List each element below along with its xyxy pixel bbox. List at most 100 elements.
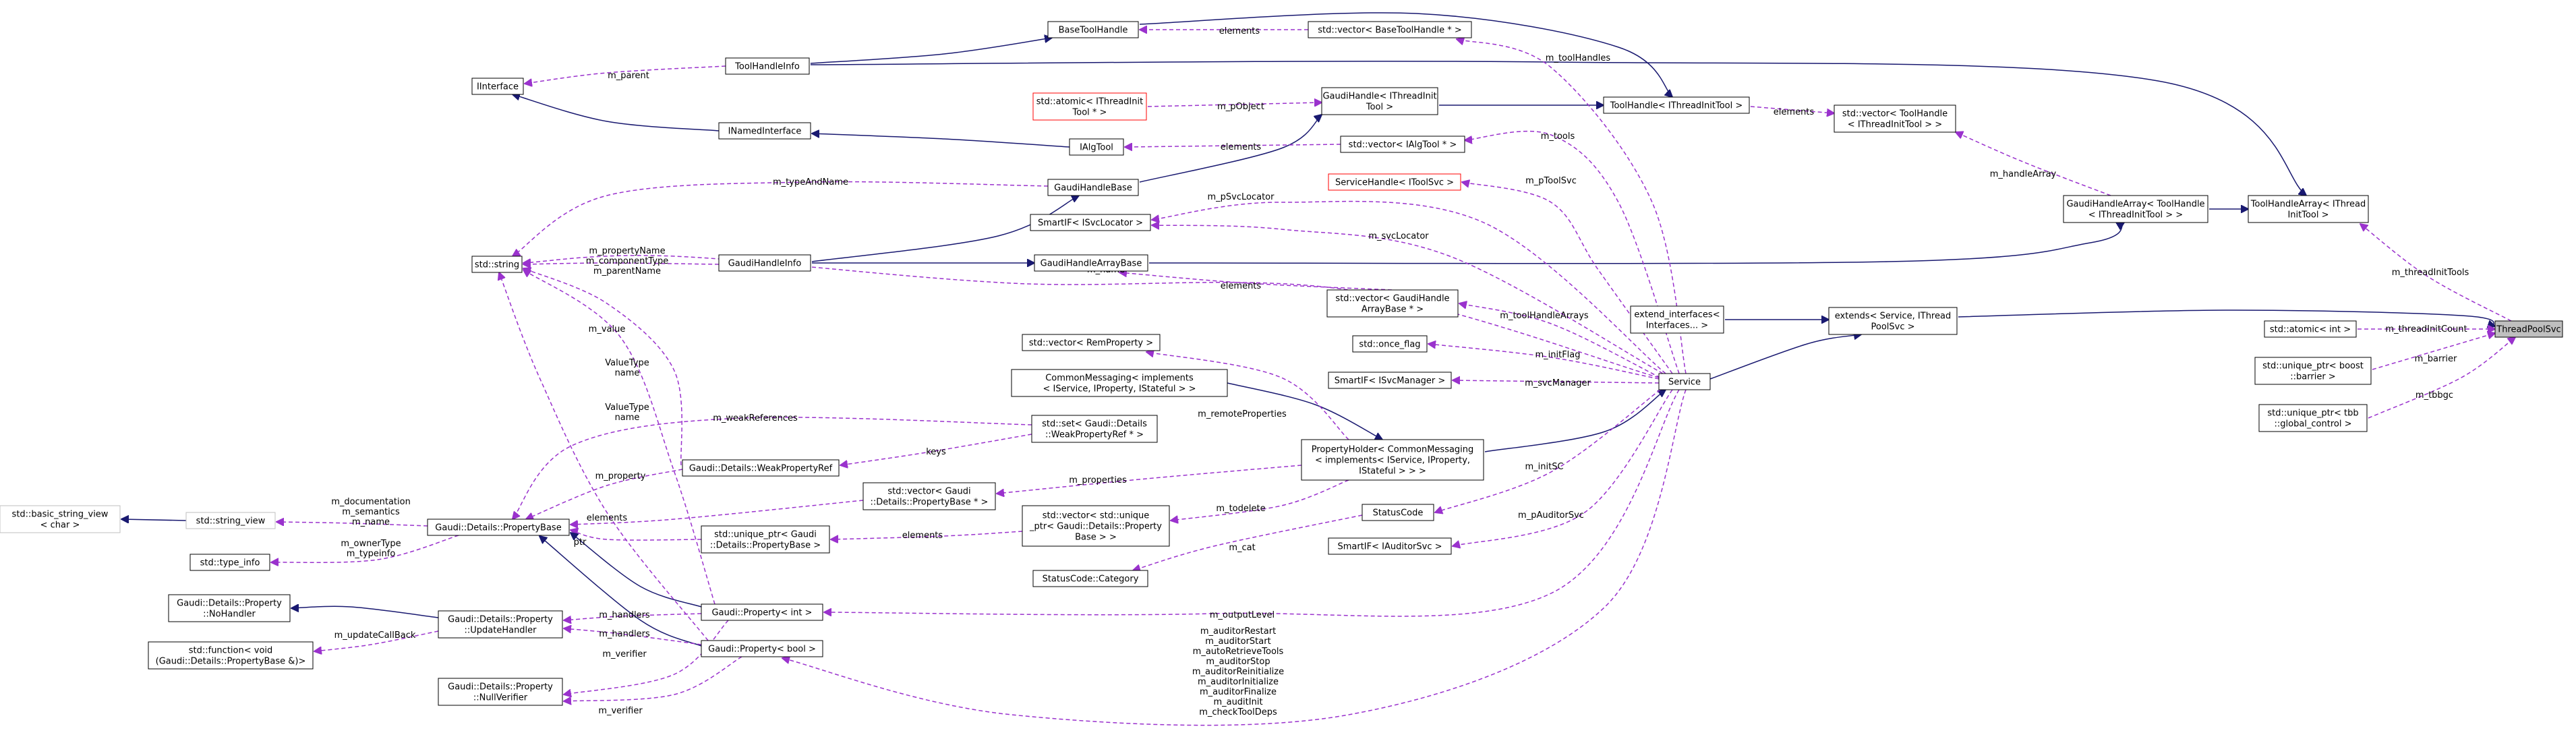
edge-label: m_cat xyxy=(1229,543,1255,553)
class-box xyxy=(2258,404,2368,432)
class-node-UpdateHandler[interactable]: Gaudi::Details::Property::UpdateHandler xyxy=(438,610,563,639)
edge-inheritance-PropertyBase-to-PropertyBool xyxy=(539,536,702,647)
class-name: PropertyHolder< CommonMessaging< impleme… xyxy=(1312,445,1474,477)
class-node-uniquePtrBarrier[interactable]: std::unique_ptr< boost::barrier > xyxy=(2254,357,2372,385)
edge-usage-stdstring-to-PropertyBool xyxy=(499,272,709,641)
class-node-SmartIFSvcManager[interactable]: SmartIF< ISvcManager > xyxy=(1328,372,1452,389)
class-node-vecPropertyBase[interactable]: std::vector< Gaudi::Details::PropertyBas… xyxy=(862,482,996,510)
edge-label: m_value xyxy=(589,324,626,334)
edge-inheritance-CommonMessaging-to-PropertyHolder xyxy=(1227,382,1382,440)
edge-usage-SmartIFSvcManager-to-Service xyxy=(1453,380,1660,383)
class-node-function[interactable]: std::function< void(Gaudi::Details::Prop… xyxy=(148,641,314,670)
class-name: std::type_info xyxy=(200,558,260,568)
class-node-atomicInt[interactable]: std::atomic< int > xyxy=(2264,320,2357,338)
class-node-INamedInterface[interactable]: INamedInterface xyxy=(718,122,811,140)
class-node-once_flag[interactable]: std::once_flag xyxy=(1352,335,1428,353)
edge-label: m_parent xyxy=(608,71,649,81)
edge-inheritance-PropertyHolder-to-Service xyxy=(1484,390,1666,452)
class-node-extend_interfaces[interactable]: extend_interfaces<Interfaces... > xyxy=(1630,305,1724,334)
class-name: extend_interfaces<Interfaces... > xyxy=(1634,310,1720,331)
class-box xyxy=(2494,320,2563,338)
class-node-SmartIFAuditorSvc[interactable]: SmartIF< IAuditorSvc > xyxy=(1328,537,1452,555)
edge-usage-ServiceHandleIToolSvc-to-Service xyxy=(1462,182,1673,374)
class-node-WeakPropertyRef[interactable]: Gaudi::Details::WeakPropertyRef xyxy=(682,459,840,477)
class-node-StatusCode[interactable]: StatusCode xyxy=(1362,504,1434,521)
class-node-type_info[interactable]: std::type_info xyxy=(189,554,270,571)
class-node-PropertyBool[interactable]: Gaudi::Property< bool > xyxy=(701,640,823,657)
class-box xyxy=(2254,357,2372,385)
edge-label: m_initFlag xyxy=(1535,350,1580,360)
class-node-GaudiHandleBase[interactable]: GaudiHandleBase xyxy=(1047,179,1139,196)
class-node-vecIAlgTool[interactable]: std::vector< IAlgTool * > xyxy=(1340,136,1465,153)
edge-label: m_pToolSvc xyxy=(1525,176,1577,186)
class-name: std::vector< RemProperty > xyxy=(1029,338,1153,349)
edge-usage-uniquePtrTbb-to-ThreadPoolSvc xyxy=(2368,337,2515,419)
class-name: StatusCode::Category xyxy=(1043,574,1139,585)
edge-inheritance-BaseToolHandle-to-ToolHandleIThreadInitTool xyxy=(1139,12,1672,97)
class-box xyxy=(1032,92,1147,121)
class-node-stdstring[interactable]: std::string xyxy=(471,256,523,273)
class-box xyxy=(1828,307,1958,335)
class-node-PropertyHolder[interactable]: PropertyHolder< CommonMessaging< impleme… xyxy=(1301,439,1484,481)
class-node-vecRemProperty[interactable]: std::vector< RemProperty > xyxy=(1022,334,1161,351)
edge-usage-UpdateHandler-to-PropertyInt xyxy=(564,613,702,620)
class-node-PropertyBase[interactable]: Gaudi::Details::PropertyBase xyxy=(427,519,570,536)
class-node-GaudiHandleArray[interactable]: GaudiHandleArray< ToolHandle< IThreadIni… xyxy=(2063,195,2208,223)
class-node-CommonMessaging[interactable]: CommonMessaging< implements< IService, I… xyxy=(1011,369,1228,397)
class-node-string_view[interactable]: std::string_view xyxy=(185,512,276,529)
class-node-Service[interactable]: Service xyxy=(1658,373,1711,390)
class-node-basic_string_view[interactable]: std::basic_string_view< char > xyxy=(0,505,121,533)
class-node-NoHandler[interactable]: Gaudi::Details::Property::NoHandler xyxy=(168,594,291,622)
class-name: INamedInterface xyxy=(728,127,802,137)
class-box xyxy=(1834,105,1956,133)
class-box xyxy=(427,519,570,536)
class-box xyxy=(0,505,121,533)
class-name: Gaudi::Details::PropertyBase xyxy=(435,523,561,533)
class-name: std::unique_ptr< tbb::global_control > xyxy=(2267,409,2358,430)
class-name: std::vector< ToolHandle< IThreadInitTool… xyxy=(1842,109,1948,130)
class-node-ServiceHandleIToolSvc[interactable]: ServiceHandle< IToolSvc > xyxy=(1328,173,1461,191)
class-name: std::vector< std::unique_ptr< Gaudi::Det… xyxy=(1029,511,1162,543)
edge-inheritance-NoHandler-to-UpdateHandler xyxy=(291,606,439,618)
class-node-ThreadPoolSvc: ThreadPoolSvc xyxy=(2494,320,2563,338)
class-node-uniquePtrTbb[interactable]: std::unique_ptr< tbb::global_control > xyxy=(2258,404,2368,432)
class-node-vecUniquePtr[interactable]: std::vector< std::unique_ptr< Gaudi::Det… xyxy=(1022,505,1170,547)
class-node-SmartIFSvcLocator[interactable]: SmartIF< ISvcLocator > xyxy=(1030,214,1151,231)
class-node-GaudiHandleArrayBase[interactable]: GaudiHandleArrayBase xyxy=(1034,254,1148,272)
edge-label: elements xyxy=(587,513,628,523)
edge-inheritance-INamedInterface-to-Interface xyxy=(513,94,720,131)
class-box xyxy=(1032,570,1148,587)
class-node-GaudiHandleInfo[interactable]: GaudiHandleInfo xyxy=(718,254,811,272)
class-name: GaudiHandleInfo xyxy=(728,259,802,269)
class-node-uniquePtrPropertyBase[interactable]: std::unique_ptr< Gaudi::Details::Propert… xyxy=(701,525,830,554)
class-node-vecToolHandle[interactable]: std::vector< ToolHandle< IThreadInitTool… xyxy=(1834,105,1956,133)
edge-usage-function-to-UpdateHandler xyxy=(314,630,439,651)
class-node-BaseToolHandle[interactable]: BaseToolHandle xyxy=(1047,21,1139,38)
class-node-NullVerifier[interactable]: Gaudi::Details::Property::NullVerifier xyxy=(438,678,563,706)
class-name: std::set< Gaudi::Details::WeakPropertyRe… xyxy=(1042,419,1147,440)
class-node-setWeakRef[interactable]: std::set< Gaudi::Details::WeakPropertyRe… xyxy=(1031,415,1158,443)
class-name: BaseToolHandle xyxy=(1059,26,1128,36)
class-node-ToolHandleIThreadInitTool[interactable]: ToolHandle< IThreadInitTool > xyxy=(1603,96,1750,114)
edge-usage-NullVerifier-to-PropertyBool xyxy=(564,656,742,701)
class-node-PropertyInt[interactable]: Gaudi::Property< int > xyxy=(701,603,823,621)
class-box xyxy=(862,482,996,510)
class-node-Interface[interactable]: IInterface xyxy=(471,78,524,95)
class-node-ToolHandleInfo[interactable]: ToolHandleInfo xyxy=(725,57,810,75)
class-node-vecBaseToolHandle[interactable]: std::vector< BaseToolHandle * > xyxy=(1308,21,1472,38)
class-node-IAlgTool[interactable]: IAlgTool xyxy=(1069,138,1124,156)
class-box xyxy=(1301,439,1484,481)
class-node-StatusCodeCategory[interactable]: StatusCode::Category xyxy=(1032,570,1148,587)
class-name: std::vector< IAlgTool * > xyxy=(1349,140,1457,150)
edge-usage-SmartIFSvcLocator-to-Service xyxy=(1152,225,1664,374)
edge-label: m_weakReferences xyxy=(713,413,798,423)
